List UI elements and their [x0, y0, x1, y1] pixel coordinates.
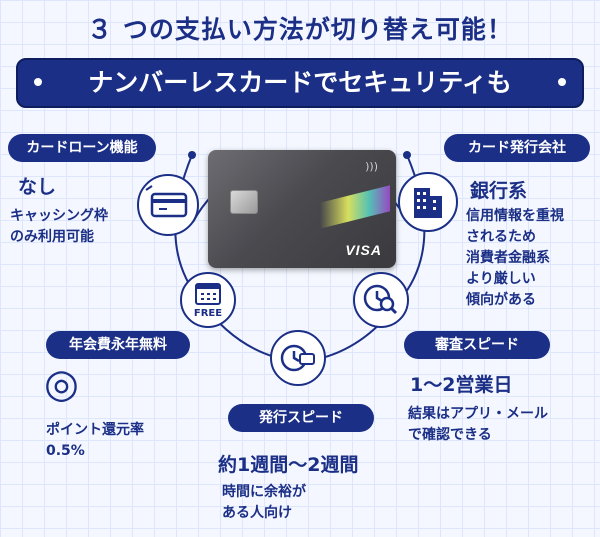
- credit-card-icon: [137, 174, 199, 236]
- banner-text: ナンバーレスカードでセキュリティも: [88, 68, 512, 97]
- review-speed-note: 結果はアプリ・メール で確認できる: [408, 404, 548, 446]
- tag-card-loan: カードローン機能: [8, 134, 156, 162]
- tag-annual-fee: 年会費永年無料: [46, 331, 190, 359]
- issue-speed-value: 約1週間〜2週間: [218, 454, 359, 476]
- review-speed-note-line: で確認できる: [408, 427, 492, 443]
- issuer-note-line: されるため: [466, 229, 536, 245]
- issuer-note-line: 信用情報を重視: [466, 208, 564, 224]
- issuer-value: 銀行系: [470, 180, 528, 202]
- card-hologram: [320, 185, 390, 229]
- tag-card-issuer: カード発行会社: [444, 134, 590, 162]
- arc-dot-right: [403, 151, 411, 159]
- card-brand: VISA: [345, 242, 382, 258]
- nfc-icon: ))): [365, 160, 378, 173]
- issuer-note-line: より厳しい: [466, 271, 536, 287]
- loan-value: なし: [18, 176, 57, 198]
- banner: ナンバーレスカードでセキュリティも: [16, 58, 584, 108]
- headline: ３ つの支払い方法が切り替え可能！: [87, 15, 513, 44]
- review-clock-icon: [353, 272, 409, 328]
- loan-note-line: キャッシング枠: [10, 208, 108, 224]
- issue-speed-note: 時間に余裕が ある人向け: [222, 482, 306, 524]
- banner-dot-right: [558, 78, 566, 86]
- double-circle-icon: ◎: [44, 361, 79, 407]
- annual-fee-note-line: 0.5%: [46, 443, 85, 459]
- annual-fee-note-line: ポイント還元率: [46, 422, 144, 438]
- tag-issue-speed: 発行スピード: [228, 404, 374, 432]
- credit-card-image: ))) VISA: [208, 150, 396, 268]
- issuer-note-line: 傾向がある: [466, 292, 536, 308]
- issue-speed-note-line: 時間に余裕が: [222, 484, 306, 500]
- arc-dot-left: [188, 151, 196, 159]
- loan-note-line: のみ利用可能: [10, 229, 94, 245]
- annual-fee-note: ポイント還元率 0.5%: [46, 420, 144, 462]
- calendar-icon: FREE: [180, 272, 236, 328]
- issuer-note-line: 消費者金融系: [466, 250, 550, 266]
- building-icon: [398, 172, 458, 232]
- issue-clock-icon: [270, 330, 326, 386]
- banner-dot-left: [34, 78, 42, 86]
- loan-note: キャッシング枠 のみ利用可能: [10, 206, 108, 248]
- card-chip: [230, 190, 258, 214]
- issuer-note: 信用情報を重視 されるため 消費者金融系 より厳しい 傾向がある: [466, 206, 564, 311]
- free-label: FREE: [193, 308, 223, 319]
- issue-speed-note-line: ある人向け: [222, 505, 292, 521]
- review-speed-note-line: 結果はアプリ・メール: [408, 406, 548, 422]
- tag-review-speed: 審査スピード: [404, 331, 550, 359]
- review-speed-value: 1〜2営業日: [410, 374, 513, 396]
